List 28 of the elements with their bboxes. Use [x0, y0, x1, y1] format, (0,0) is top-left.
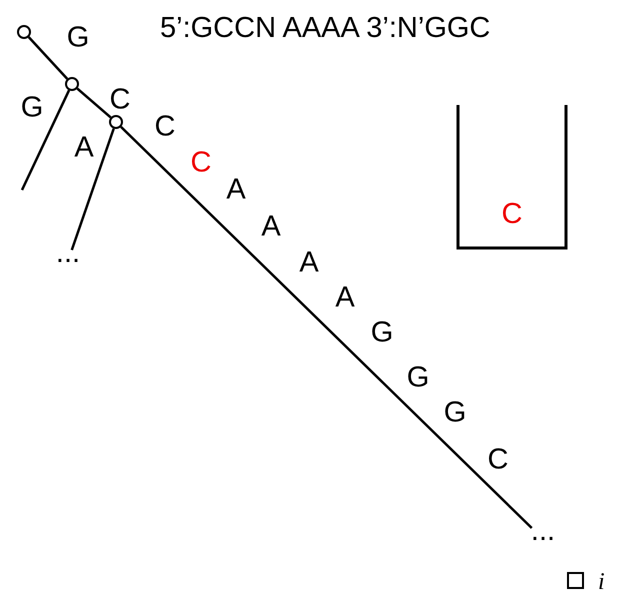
edge-letter: G [370, 318, 394, 348]
edge-letter: C [154, 112, 176, 142]
edge-letter: G [444, 398, 466, 428]
edge-label: G [20, 94, 44, 122]
edge-letter: C [190, 148, 212, 178]
edge-label: G [66, 24, 90, 52]
tree-edge [70, 128, 115, 250]
edge-letter: A [261, 212, 281, 242]
tree-edge [76, 88, 112, 118]
tree-edge [28, 36, 68, 80]
tree-node-circle [65, 77, 79, 91]
bucket [458, 105, 566, 248]
index-label: i [598, 570, 605, 594]
tree-edge [120, 126, 533, 529]
letter: C [502, 200, 522, 229]
edge-letter: C [488, 446, 508, 474]
edge-letter: G [406, 364, 430, 392]
tree-node-circle [109, 115, 123, 129]
ellipsis: ... [56, 238, 80, 268]
tree-node-circle [17, 25, 31, 39]
pattern-title: 5’:GCCN AAAA 3’:N’GGC [160, 12, 490, 45]
edge-label: C [110, 86, 130, 114]
ellipsis: ... [530, 516, 556, 546]
edge-letter: A [335, 284, 355, 312]
edge-letter: A [226, 176, 246, 204]
tree-edge [20, 90, 70, 191]
edge-letter: A [299, 248, 319, 278]
edge-label: A [74, 134, 94, 162]
